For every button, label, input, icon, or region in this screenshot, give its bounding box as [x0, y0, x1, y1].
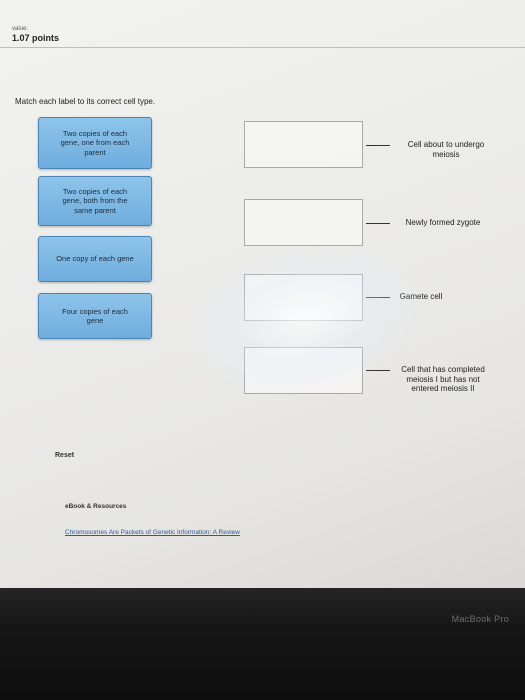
target-line: meiosis: [432, 149, 460, 159]
laptop-bezel: MacBook Pro: [0, 588, 525, 700]
drop-box-1[interactable]: [244, 121, 363, 168]
label-chip-two-copies-same-parent[interactable]: Two copies of each gene, both from the s…: [38, 176, 152, 226]
drop-box-2[interactable]: [244, 199, 363, 246]
target-line: Gamete cell: [399, 292, 443, 301]
target-gamete-cell: Gamete cell: [391, 292, 451, 302]
connector-line: [366, 370, 390, 371]
label-chip-four-copies[interactable]: Four copies of each gene: [38, 293, 152, 339]
drop-box-4[interactable]: [244, 347, 363, 394]
resource-link[interactable]: Chromosomes Are Packets of Genetic Infor…: [65, 529, 240, 536]
target-line: meiosis I but has not: [406, 374, 480, 384]
target-line: entered meiosis II: [411, 384, 475, 394]
drop-box-3[interactable]: [244, 274, 363, 321]
chip-line: gene: [86, 316, 104, 325]
label-chip-two-copies-each-parent[interactable]: Two copies of each gene, one from each p…: [38, 117, 152, 169]
label-chip-one-copy[interactable]: One copy of each gene: [38, 236, 152, 282]
target-line: Cell that has completed: [401, 365, 485, 374]
target-cell-about-to-undergo-meiosis: Cell about to undergo meiosis: [393, 140, 499, 159]
header-divider: [0, 47, 525, 48]
chip-line: parent: [84, 147, 106, 157]
chip-line: Two copies of each: [62, 128, 128, 138]
connector-line: [366, 297, 390, 298]
connector-line: [366, 223, 390, 224]
target-cell-completed-meiosis-i: Cell that has completed meiosis I but ha…: [390, 365, 496, 394]
target-line: Cell about to undergo: [407, 140, 485, 149]
chip-line: same parent: [74, 205, 116, 215]
device-brand: MacBook Pro: [451, 614, 509, 624]
chip-line: Two copies of each: [62, 186, 128, 196]
question-instruction: Match each label to its correct cell typ…: [15, 97, 156, 106]
chip-line: One copy of each gene: [56, 254, 134, 264]
connector-line: [366, 145, 390, 146]
chip-line: gene, both from the: [62, 196, 128, 206]
chip-line: gene, one from each: [60, 138, 130, 148]
value-label: value:: [12, 26, 29, 32]
target-newly-formed-zygote: Newly formed zygote: [393, 218, 493, 228]
ebook-resources-heading: eBook & Resources: [65, 503, 127, 510]
points-value: 1.07 points: [12, 33, 60, 43]
reset-button[interactable]: Reset: [55, 452, 75, 459]
target-line: Newly formed zygote: [405, 218, 481, 227]
quiz-screen: value: 1.07 points Match each label to i…: [0, 0, 525, 588]
chip-line: Four copies of each: [62, 306, 128, 316]
